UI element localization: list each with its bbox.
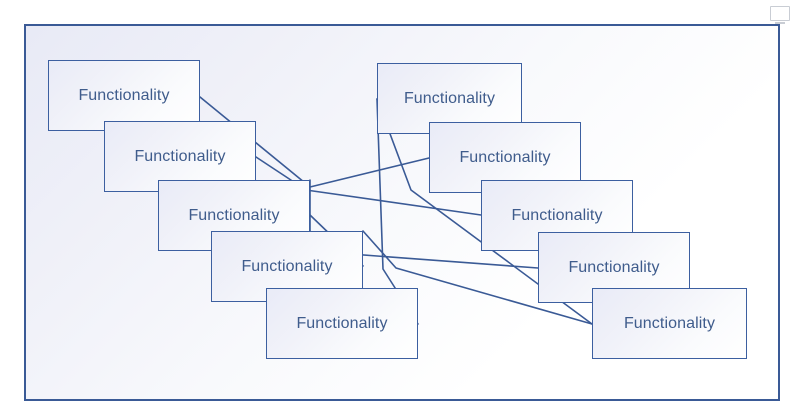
node-label: Functionality [134,147,226,165]
functionality-node[interactable]: Functionality [48,60,200,131]
node-label: Functionality [78,86,170,104]
node-label: Functionality [511,206,603,224]
node-label: Functionality [296,314,388,332]
node-label: Functionality [568,258,660,276]
node-label: Functionality [188,206,280,224]
node-label: Functionality [623,314,716,332]
screen-icon [770,6,790,24]
functionality-node[interactable]: Functionality [592,288,747,359]
functionality-node[interactable]: Functionality [266,288,418,359]
node-label: Functionality [403,89,496,107]
node-label: Functionality [241,257,333,275]
node-label: Functionality [459,148,551,166]
